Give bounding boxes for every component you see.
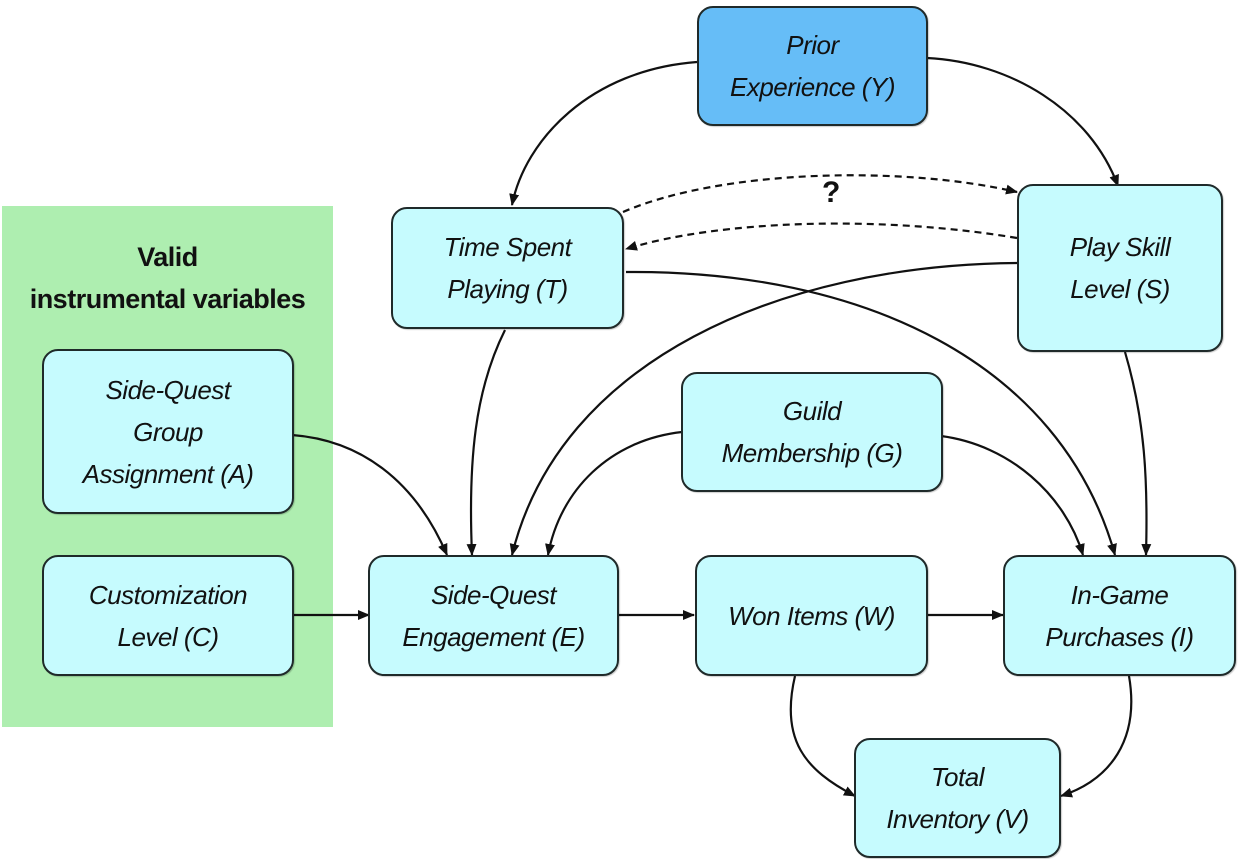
node-label-line: Assignment (A) [82, 458, 254, 489]
node-play-skill-level[interactable]: Play Skill Level (S) [1017, 184, 1223, 352]
edge-T-E [466, 329, 506, 556]
node-label-line: Group [133, 416, 203, 447]
edge-W-V [789, 675, 856, 797]
node-guild-membership[interactable]: Guild Membership (G) [681, 372, 943, 492]
edge-S-T [625, 222, 1018, 251]
node-label-line: Prior [786, 30, 839, 60]
node-label-line: Play Skill [1069, 232, 1171, 262]
edge-G-I [940, 434, 1085, 556]
node-prior-experience[interactable]: Prior Experience (Y) [697, 6, 928, 126]
panel-title-line-1: Valid [137, 242, 198, 272]
node-label-line: Customization [88, 579, 248, 610]
edge-A-E [291, 433, 449, 556]
node-total-inventory[interactable]: Total Inventory (V) [854, 738, 1061, 858]
node-label-line: Level (S) [1070, 274, 1170, 304]
edge-T-I [625, 270, 1117, 556]
edge-I-V [1060, 675, 1133, 798]
node-label-line: In-Game [1070, 579, 1169, 610]
node-label-line: Inventory (V) [886, 804, 1029, 834]
node-side-quest-group-assignment[interactable]: Side-Quest Group Assignment (A) [42, 349, 294, 514]
node-label-line: Playing (T) [447, 274, 568, 304]
edge-Y-S [926, 56, 1120, 187]
unknown-direction-annotation: ? [822, 176, 841, 209]
edge-S-I [1123, 351, 1152, 556]
node-label-line: Side-Quest [105, 374, 231, 405]
node-label-line: Level (C) [117, 621, 219, 652]
node-side-quest-engagement[interactable]: Side-Quest Engagement (E) [368, 555, 619, 676]
node-label-line: Total [931, 762, 984, 792]
node-label-line: Membership (G) [721, 438, 903, 468]
edge-Y-T [509, 60, 698, 206]
edge-S-E [509, 261, 1018, 556]
edge-G-E [545, 430, 683, 556]
node-label-line: Experience (Y) [730, 72, 895, 102]
node-label-line: Engagement (E) [402, 621, 585, 652]
node-label-line: Side-Quest [430, 579, 557, 610]
node-time-spent-playing[interactable]: Time Spent Playing (T) [391, 207, 624, 329]
node-customization-level[interactable]: Customization Level (C) [42, 555, 294, 676]
node-label-line: Won Items (W) [728, 600, 895, 631]
node-label-line: Purchases (I) [1045, 621, 1194, 652]
panel-title: Valid instrumental variables [2, 236, 333, 320]
node-won-items[interactable]: Won Items (W) [695, 555, 928, 676]
node-label-line: Guild [782, 396, 842, 426]
node-in-game-purchases[interactable]: In-Game Purchases (I) [1003, 555, 1236, 676]
node-label-line: Time Spent [443, 232, 572, 262]
panel-title-line-2: instrumental variables [29, 284, 306, 314]
edge-T-S [622, 174, 1018, 214]
